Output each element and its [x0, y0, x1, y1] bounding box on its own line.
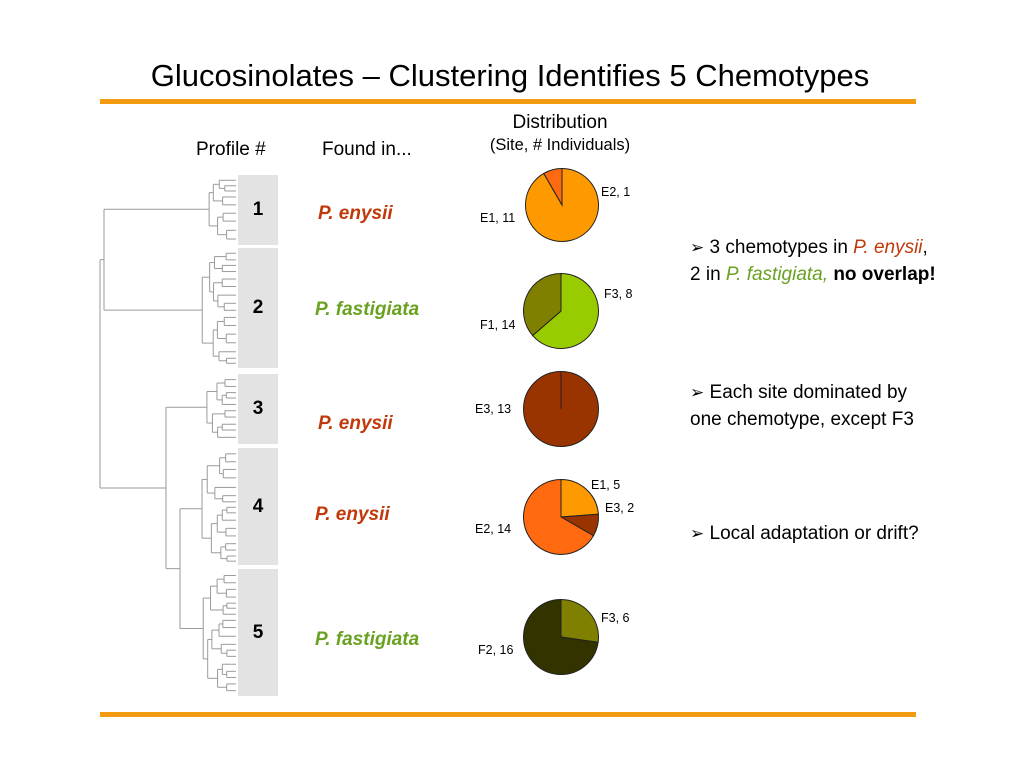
pie-4-label-e3: E3, 2 — [605, 501, 635, 515]
profile-number: 2 — [252, 297, 264, 318]
note-1-species-fastigiata: P. fastigiata, — [725, 264, 829, 285]
pie-chart-5 — [523, 598, 599, 675]
header-distribution-title: Distribution — [512, 112, 608, 133]
title-rule — [100, 99, 916, 104]
note-site-dominance: ➢ Each site dominated by one chemotype, … — [690, 379, 940, 433]
pie-chart-2 — [523, 272, 599, 349]
note-chemotypes: ➢ 3 chemotypes in P. enysii, 2 in P. fas… — [690, 234, 940, 288]
pie-slice-e1 — [560, 478, 599, 518]
pie-slice-e2 — [543, 167, 563, 207]
pie-4-label-e1: E1, 5 — [591, 478, 621, 492]
note-adaptation: ➢ Local adaptation or drift? — [690, 520, 940, 547]
pie-slice-f2 — [523, 598, 599, 675]
species-4: P. enysii — [315, 504, 390, 525]
note-2-text: Each site dominated by one chemotype, ex… — [690, 382, 914, 430]
profile-box-5: 5 — [238, 569, 278, 696]
profile-box-1: 1 — [238, 175, 278, 245]
pie-chart-4 — [523, 478, 599, 555]
profile-box-2: 2 — [238, 248, 278, 368]
pie-slice-f3 — [523, 272, 562, 337]
bottom-rule — [100, 712, 916, 717]
species-1: P. enysii — [318, 203, 393, 224]
arrow-bullet-icon: ➢ — [690, 383, 705, 402]
pie-5-label-f2: F2, 16 — [478, 643, 514, 657]
profile-box-3: 3 — [238, 374, 278, 444]
profile-number: 5 — [252, 621, 264, 643]
profile-number: 1 — [252, 199, 264, 220]
dendrogram — [99, 179, 236, 692]
pie-chart-3 — [523, 371, 599, 447]
species-5: P. fastigiata — [315, 629, 420, 650]
pie-slice-e2 — [523, 478, 595, 555]
pie-2-label-f1: F1, 14 — [480, 318, 516, 332]
note-1-bold: no overlap! — [833, 264, 936, 285]
header-distribution-subtitle: (Site, # Individuals) — [489, 136, 631, 154]
header-found-in: Found in... — [322, 139, 412, 160]
arrow-bullet-icon: ➢ — [690, 238, 705, 257]
pie-chart-1 — [525, 167, 599, 242]
note-1-pre: 3 chemotypes in — [709, 237, 854, 258]
pie-3-label-e3: E3, 13 — [475, 402, 512, 416]
slide-title: Glucosinolates – Clustering Identifies 5… — [150, 58, 870, 93]
species-3: P. enysii — [318, 413, 393, 434]
species-2: P. fastigiata — [315, 299, 420, 320]
profile-number: 3 — [252, 398, 264, 419]
note-1-mid: , 2 in — [690, 237, 928, 285]
pie-slice-f3 — [560, 598, 599, 643]
header-profile: Profile # — [196, 139, 266, 160]
pie-4-label-e2: E2, 14 — [475, 522, 512, 536]
note-3-text: Local adaptation or drift? — [709, 523, 919, 544]
profile-box-4: 4 — [238, 448, 278, 565]
pie-1-label-e2: E2, 1 — [601, 185, 631, 199]
pie-slice-f1 — [531, 272, 599, 349]
pie-5-label-f3: F3, 6 — [601, 611, 630, 625]
pie-2-label-f3: F3, 8 — [604, 287, 633, 301]
profile-number: 4 — [252, 495, 264, 517]
arrow-bullet-icon: ➢ — [690, 524, 705, 543]
note-1-species-enysii: P. enysii — [853, 237, 923, 258]
pie-1-label-e1: E1, 11 — [480, 211, 516, 225]
header-distribution: Distribution (Site, # Individuals) — [440, 111, 680, 157]
